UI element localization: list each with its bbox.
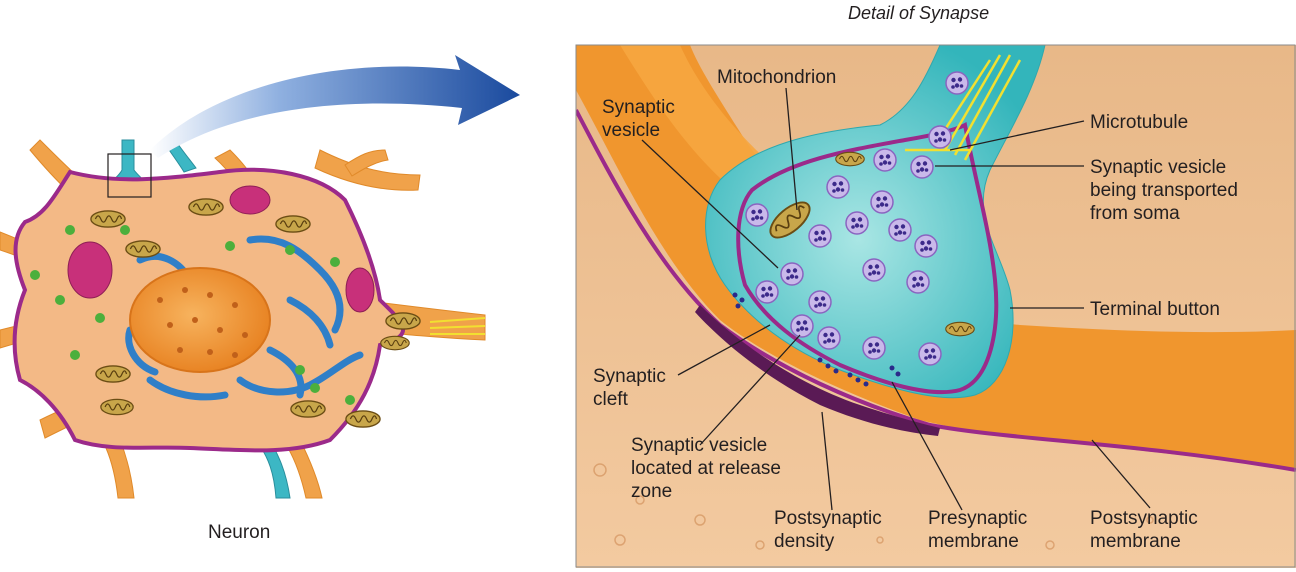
label-terminal-button: Terminal button — [1090, 299, 1220, 320]
label-presynaptic-membrane: Presynaptic membrane — [928, 508, 1028, 552]
label-synaptic-cleft: Synaptic cleft — [593, 366, 666, 410]
leader-postsynaptic-density — [821, 411, 833, 511]
nucleus-pores — [157, 287, 248, 358]
detail-frame — [575, 44, 1296, 568]
label-mitochondrion: Mitochondrion — [717, 67, 837, 88]
neuron-vesicles — [30, 225, 355, 405]
nucleus — [129, 267, 271, 373]
label-synaptic-vesicle: Synaptic vesicle — [602, 97, 675, 141]
leader-lines — [641, 87, 1151, 511]
leader-vesicle-release-zone — [699, 334, 801, 446]
leader-mitochondrion — [785, 87, 798, 211]
label-vesicle-release-zone: Synaptic vesicle located at release zone — [631, 435, 781, 502]
label-vesicle-transported: Synaptic vesicle being transported from … — [1090, 157, 1238, 224]
zoom-selection-box — [107, 153, 152, 198]
postsynaptic-membrane-line — [576, 109, 1296, 472]
label-postsynaptic-membrane: Postsynaptic membrane — [1090, 508, 1198, 552]
leader-microtubule — [949, 120, 1085, 151]
postsynaptic-density-shape — [695, 305, 940, 436]
neuron-caption: Neuron — [208, 522, 271, 543]
leader-synaptic-cleft — [677, 324, 771, 376]
zoom-arrow — [150, 55, 520, 158]
leader-synaptic-vesicle — [641, 139, 779, 269]
neurotransmitter-molecules — [732, 292, 901, 387]
neuron-illustration — [0, 55, 520, 499]
synapse-detail — [576, 45, 1296, 568]
neuron-microtubules — [429, 317, 486, 335]
cytoplasm-granules — [593, 463, 1154, 550]
golgi-apparatus — [67, 185, 375, 313]
postsynaptic-dendrite — [576, 45, 1296, 470]
leader-presynaptic-membrane — [891, 381, 963, 511]
presynaptic-membrane-line — [736, 122, 999, 395]
detail-title: Detail of Synapse — [848, 3, 990, 23]
label-microtubule: Microtubule — [1090, 112, 1189, 133]
label-postsynaptic-density: Postsynaptic density — [774, 508, 882, 552]
leader-postsynaptic-membrane — [1091, 439, 1151, 509]
